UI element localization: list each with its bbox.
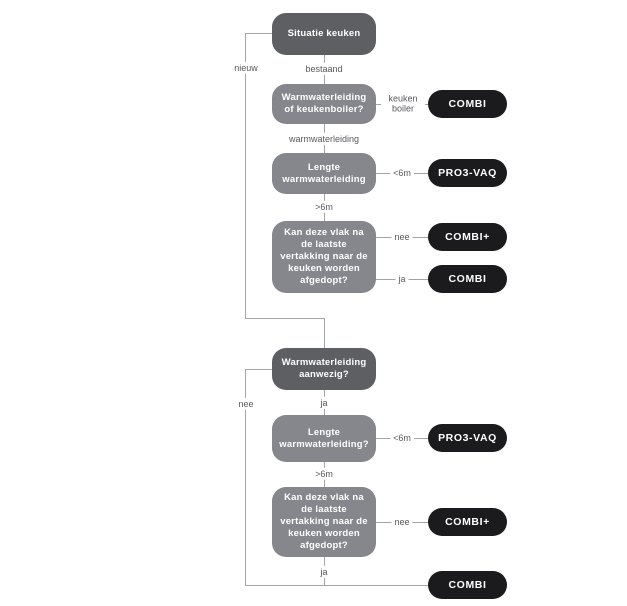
result-combi-3: COMBI	[428, 571, 507, 599]
edge-label-bestaand: bestaand	[302, 62, 346, 76]
edge-label-nee-1: nee	[391, 230, 413, 244]
result-combi-plus-1: COMBI+	[428, 223, 507, 251]
edge-label-gt6m-1: >6m	[312, 200, 336, 214]
connector-left-rail-upper	[245, 33, 246, 318]
edge-label-ja-3: ja	[317, 565, 331, 579]
edge-label-warmwaterleiding: warmwaterleiding	[285, 132, 363, 146]
edge-label-ja-1: ja	[395, 272, 409, 286]
edge-label-keuken-boiler: keuken boiler	[381, 92, 425, 116]
result-pro3-vaq-2: PRO3-VAQ	[428, 424, 507, 452]
edge-label-lt6m-2: <6m	[390, 431, 414, 445]
result-combi-plus-2: COMBI+	[428, 508, 507, 536]
edge-label-lt6m-1: <6m	[390, 166, 414, 180]
box-situatie-keuken: Situatie keuken	[272, 13, 376, 55]
connector-left-rail-lower	[245, 369, 246, 585]
edge-label-nee-2: nee	[235, 397, 257, 411]
edge-label-nee-3: nee	[391, 515, 413, 529]
box-kan-deze-vlak-afgedopt-2: Kan deze vlak na de laatste vertakking n…	[272, 487, 376, 557]
box-warmwaterleiding-of-keukenboiler: Warmwaterleiding of keukenboiler?	[272, 84, 376, 124]
result-pro3-vaq-1: PRO3-VAQ	[428, 159, 507, 187]
edge-label-ja-2: ja	[317, 396, 331, 410]
box-kan-deze-vlak-afgedopt-1: Kan deze vlak na de laatste vertakking n…	[272, 221, 376, 293]
result-combi-1: COMBI	[428, 90, 507, 118]
connector-into-aanwezig	[324, 318, 325, 348]
connector-nee-elbow	[245, 369, 272, 370]
edge-label-nieuw: nieuw	[231, 61, 261, 75]
result-combi-2: COMBI	[428, 265, 507, 293]
box-lengte-warmwaterleiding-1: Lengte warmwaterleiding	[272, 153, 376, 194]
box-warmwaterleiding-aanwezig: Warmwaterleiding aanwezig?	[272, 348, 376, 390]
box-lengte-warmwaterleiding-2: Lengte warmwaterleiding?	[272, 415, 376, 462]
edge-label-gt6m-2: >6m	[312, 467, 336, 481]
connector-nieuw-elbow-top	[245, 33, 272, 34]
connector-bottom-to-combi	[245, 585, 428, 586]
connector-nieuw-elbow-bottom	[245, 318, 324, 319]
